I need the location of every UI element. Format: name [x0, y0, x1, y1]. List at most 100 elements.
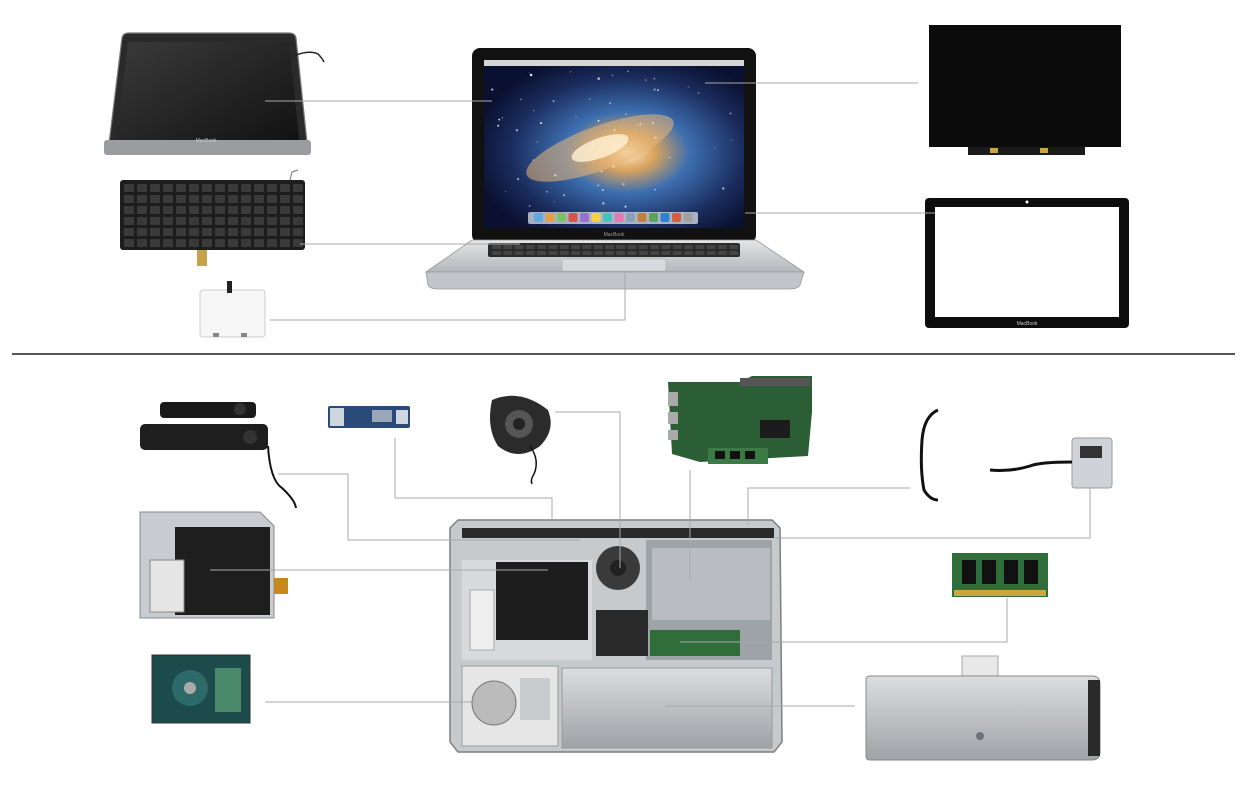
key	[189, 184, 199, 192]
key	[707, 251, 716, 255]
key	[526, 245, 535, 249]
key	[662, 251, 671, 255]
key	[267, 228, 277, 236]
key	[254, 228, 264, 236]
key	[137, 206, 147, 214]
macbook-laptop: MacBook	[426, 48, 804, 289]
key	[228, 195, 238, 203]
key	[605, 245, 614, 249]
key	[695, 251, 704, 255]
optical-drive	[140, 512, 288, 618]
star	[669, 157, 670, 158]
dock-icon	[615, 213, 624, 222]
key	[684, 245, 693, 249]
battery	[866, 656, 1100, 760]
key	[254, 195, 264, 203]
key	[537, 251, 546, 255]
dock-icon	[626, 213, 635, 222]
star	[575, 116, 576, 117]
key	[202, 239, 212, 247]
key	[150, 239, 160, 247]
star	[530, 74, 533, 77]
key	[254, 184, 264, 192]
key	[202, 206, 212, 214]
key	[189, 239, 199, 247]
key	[718, 245, 727, 249]
star	[554, 201, 555, 202]
star	[698, 92, 700, 94]
key	[241, 184, 251, 192]
key	[267, 184, 277, 192]
key	[137, 184, 147, 192]
key	[492, 245, 501, 249]
dock-icon	[684, 213, 693, 222]
key	[267, 206, 277, 214]
key	[189, 195, 199, 203]
key	[267, 239, 277, 247]
key	[163, 217, 173, 225]
key	[215, 228, 225, 236]
key	[241, 195, 251, 203]
bezel-brand-label: MacBook	[1017, 321, 1038, 327]
key	[215, 206, 225, 214]
star	[570, 71, 571, 72]
key	[515, 251, 524, 255]
ram-module	[952, 553, 1048, 597]
key	[549, 245, 558, 249]
key	[280, 206, 290, 214]
star	[589, 98, 591, 100]
key	[267, 195, 277, 203]
key	[176, 184, 186, 192]
key	[594, 251, 603, 255]
key	[662, 245, 671, 249]
cooling-fan	[490, 396, 551, 484]
key	[571, 245, 580, 249]
star	[602, 202, 604, 204]
key	[650, 245, 659, 249]
key	[673, 251, 682, 255]
key	[526, 251, 535, 255]
star	[598, 120, 600, 122]
key	[616, 251, 625, 255]
logic-board	[668, 376, 812, 464]
dock-icon	[569, 213, 578, 222]
key	[124, 184, 134, 192]
star	[529, 73, 530, 74]
key	[492, 251, 501, 255]
star	[625, 114, 626, 115]
star	[730, 113, 732, 115]
star	[540, 122, 542, 124]
key	[293, 195, 303, 203]
key	[202, 228, 212, 236]
key	[515, 245, 524, 249]
key	[189, 206, 199, 214]
key	[228, 206, 238, 214]
key	[729, 251, 738, 255]
key	[718, 251, 727, 255]
dock-icon	[672, 213, 681, 222]
key	[628, 245, 637, 249]
key	[137, 217, 147, 225]
key	[124, 239, 134, 247]
cable	[921, 410, 938, 500]
key	[124, 217, 134, 225]
star	[722, 187, 724, 189]
dock-icon	[557, 213, 566, 222]
star	[654, 89, 656, 91]
key	[202, 217, 212, 225]
key	[254, 239, 264, 247]
key	[228, 228, 238, 236]
star	[627, 71, 629, 73]
key	[137, 195, 147, 203]
key	[163, 239, 173, 247]
star	[529, 205, 531, 207]
key	[729, 245, 738, 249]
key	[241, 206, 251, 214]
key	[124, 195, 134, 203]
star	[731, 139, 732, 140]
glass-bezel: MacBook	[925, 198, 1129, 328]
key	[280, 228, 290, 236]
key	[605, 251, 614, 255]
star	[517, 178, 519, 180]
